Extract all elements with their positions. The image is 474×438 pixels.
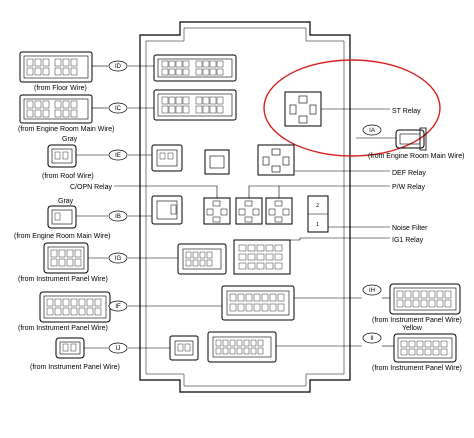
st-relay-highlight [263, 59, 441, 157]
connector-id-socket [153, 54, 237, 82]
label-gray-roof: Gray [62, 136, 78, 143]
st-relay-socket [284, 91, 322, 127]
tag-ic: IC [108, 102, 128, 114]
left-connector-ic [19, 94, 93, 124]
left-connector-if [39, 291, 111, 323]
label-instrument-panel-1: (from Instrument Panel Wire) [18, 276, 108, 283]
leader-lines-left [76, 65, 222, 349]
label-gray-engine: Gray [58, 198, 74, 205]
label-instrument-panel-right-2: (from Instrument Panel Wire) [372, 365, 462, 372]
label-copn-relay: C/OPN Relay [70, 184, 113, 191]
noise-filter-pin-2: 2 [316, 203, 319, 209]
right-connector-ia [395, 127, 427, 151]
connector-ij-socket [169, 335, 199, 361]
svg-text:IA: IA [369, 128, 375, 134]
svg-text:IC: IC [115, 106, 122, 112]
tag-ii: II [362, 332, 382, 344]
ig1-relay-socket [233, 239, 291, 275]
right-connector-ih [389, 283, 461, 315]
label-pw-relay: P/W Relay [392, 184, 426, 191]
svg-text:IJ: IJ [116, 346, 121, 352]
leader-lines-right [248, 108, 396, 347]
tag-ig: IG [108, 252, 128, 264]
tag-ie: IE [108, 149, 128, 161]
connector-ic-socket [153, 89, 237, 121]
connector-if-ih-socket [221, 285, 295, 321]
label-instrument-panel-3: (from Instrument Panel Wire) [30, 364, 120, 371]
connector-ig-socket [177, 243, 227, 275]
tag-ib: IB [108, 210, 128, 222]
left-connector-ib [47, 205, 77, 229]
tag-ih: IH [362, 284, 382, 296]
svg-text:IG: IG [115, 256, 122, 262]
junction-block-inner [145, 27, 345, 387]
connector-ie-socket [151, 144, 183, 172]
left-connector-ie [47, 144, 77, 168]
left-connector-id [19, 51, 93, 83]
left-connector-ij [55, 337, 85, 359]
tag-id: ID [108, 60, 128, 72]
connector-ii-socket [207, 331, 277, 363]
label-engine-room-main-wire-2: (from Engine Room Main Wire) [14, 233, 110, 240]
svg-text:IH: IH [369, 288, 375, 294]
noise-filter-pin-1: 1 [316, 222, 319, 228]
left-connector-ig [43, 242, 89, 274]
svg-text:IF: IF [115, 304, 121, 310]
label-yellow: Yellow [402, 325, 423, 332]
label-engine-room-main-wire-right: (from Engine Room Main Wire) [368, 153, 464, 160]
label-engine-room-main-wire: (from Engine Room Main Wire) [18, 126, 114, 133]
tag-ij: IJ [108, 342, 128, 354]
tag-ia: IA [362, 124, 382, 136]
right-connector-ii [393, 333, 457, 363]
pw-relay-socket-2 [265, 197, 293, 225]
svg-text:IB: IB [115, 214, 121, 220]
label-st-relay: ST Relay [392, 108, 421, 115]
relay-socket-small [204, 149, 230, 175]
label-def-relay: DEF Relay [392, 170, 426, 177]
label-roof-wire: (from Roof Wire) [42, 173, 94, 180]
pw-relay-socket-1 [235, 197, 263, 225]
svg-text:IE: IE [115, 153, 121, 159]
label-noise-filter: Noise Filter [392, 225, 428, 232]
svg-text:II: II [370, 336, 374, 342]
noise-filter-socket: 2 1 [307, 195, 329, 233]
label-floor-wire: (from Floor Wire) [34, 85, 87, 92]
tag-if: IF [108, 300, 128, 312]
label-ig1-relay: IG1 Relay [392, 237, 424, 244]
copn-relay-socket [203, 197, 231, 225]
junction-block-outline [139, 21, 351, 393]
label-instrument-panel-2: (from Instrument Panel Wire) [18, 325, 108, 332]
svg-text:ID: ID [115, 64, 122, 70]
connector-ib-socket [151, 195, 183, 225]
label-instrument-panel-right-1: (from Instrument Panel Wire) [372, 317, 462, 324]
def-relay-socket [257, 144, 295, 176]
